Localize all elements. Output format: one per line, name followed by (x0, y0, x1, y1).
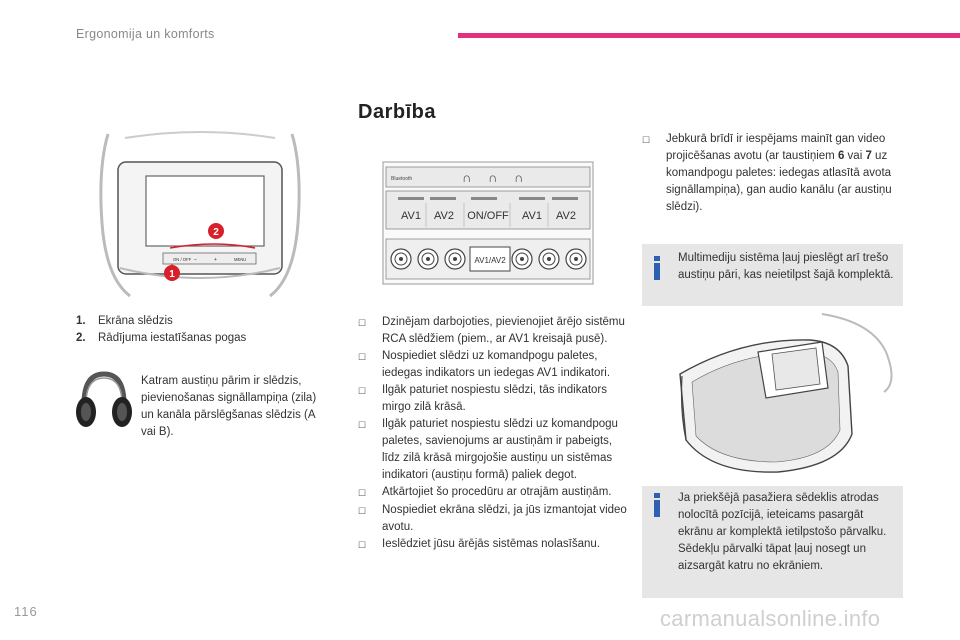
screen-button-minus[interactable]: – (194, 257, 197, 263)
headphone-indicator-icon: ∩ (462, 170, 471, 185)
step-item: ☐ Ieslēdziet jūsu ārējās sistēmas nolasīš… (358, 536, 628, 554)
step-text: Nospiediet slēdzi uz komandpogu paletes,… (382, 350, 611, 379)
info-text-line: Sēdekļu pārvalki tāpat ļauj nosegt un ai… (678, 543, 866, 572)
callout-1 (164, 265, 180, 281)
step-text: Ieslēdziet jūsu ārējās sistēmas nolasīša… (382, 538, 600, 550)
checkbox-icon: ☐ (358, 420, 367, 430)
checkbox-icon: ☐ (358, 386, 367, 396)
info-box-screen-cover: Ja priekšējā pasažiera sēdeklis atrodas … (642, 486, 903, 598)
step-item: ☐ Nospiediet slēdzi uz komandpogu paletes… (358, 348, 628, 382)
screen-display (145, 175, 265, 247)
step-item: ☐ Nospiediet ekrāna slēdzi, ja jūs izmant… (358, 502, 628, 536)
headphone-indicator-icon: ∩ (514, 170, 523, 185)
step-text: Atkārtojiet šo procedūru ar otrajām aust… (382, 486, 612, 498)
av1-av2-switch[interactable]: AV1/AV2 (474, 256, 506, 265)
step-text: Jebkurā brīdī ir iespējams mainīt gan vi… (666, 133, 892, 213)
av-button-row: AV1 AV2 ON/OFF AV1 AV2 (398, 197, 578, 227)
rca-jack-row: AV1/AV2 (390, 246, 587, 272)
av1-right-button[interactable]: AV1 (522, 210, 542, 222)
step-item: ☐ Ilgāk paturiet nospiestu slēdzi uz koma… (358, 416, 628, 484)
info-icon (652, 493, 662, 517)
callout-1-label: 1 (169, 269, 175, 280)
page-number: 116 (14, 604, 38, 619)
control-panel-figure: Bluetooth ∩ ∩ ∩ AV1 AV2 ON/OFF AV1 AV2 A… (382, 161, 594, 285)
screen-button-menu[interactable]: MENU (234, 257, 246, 262)
caption-text: Ekrāna slēdzis (98, 315, 173, 327)
bluetooth-label: Bluetooth (391, 176, 412, 182)
av1-left-button[interactable]: AV1 (401, 210, 421, 222)
chapter-accent-bar (458, 33, 960, 38)
info-text: Ja priekšējā pasažiera sēdeklis atrodas … (678, 490, 900, 575)
step-text: Dzinējam darbojoties, pievienojiet ārējo… (382, 316, 625, 345)
caption-item: 2. Rādījuma iestatīšanas pogas (76, 330, 306, 347)
caption-text: Rādījuma iestatīšanas pogas (98, 332, 247, 344)
chapter-title: Ergonomija un komforts (76, 27, 215, 41)
step-item: ☐ Ilgāk paturiet nospiestu slēdzi, tās in… (358, 382, 628, 416)
callout-2-label: 2 (213, 227, 219, 238)
section-title: Darbība (358, 101, 436, 123)
caption-number: 2. (76, 332, 86, 344)
screen-button-plus[interactable]: + (214, 257, 217, 263)
checkbox-icon: ☐ (358, 352, 367, 362)
info-box-third-headphones: Multimediju sistēma ļauj pieslēgt arī tr… (642, 244, 903, 306)
procedure-steps: ☐ Dzinējam darbojoties, pievienojiet ārēj… (358, 314, 628, 554)
step-item: ☐ Dzinējam darbojoties, pievienojiet ārēj… (358, 314, 628, 348)
info-icon (652, 256, 662, 280)
onoff-button[interactable]: ON/OFF (467, 210, 509, 222)
step-item: ☐ Jebkurā brīdī ir iespējams mainīt gan v… (642, 131, 912, 216)
step-text: Nospiediet ekrāna slēdzi, ja jūs izmanto… (382, 504, 627, 533)
screen-cover-figure (679, 313, 893, 473)
headphone-indicator-icon: ∩ (488, 170, 497, 185)
step-text: Ilgāk paturiet nospiestu slēdzi, tās ind… (382, 384, 608, 413)
checkbox-icon: ☐ (358, 488, 367, 498)
screen-button-strip (162, 252, 257, 265)
source-switch-step: ☐ Jebkurā brīdī ir iespējams mainīt gan v… (642, 131, 912, 216)
checkbox-icon: ☐ (358, 540, 367, 550)
seatback-screen-figure: ON / OFF – + MENU 1 2 (99, 131, 301, 298)
screen-button-onoff[interactable]: ON / OFF (173, 257, 192, 262)
callout-2 (208, 223, 224, 239)
headphones-figure (76, 371, 132, 427)
step-text: Ilgāk paturiet nospiestu slēdzi uz koman… (382, 418, 618, 481)
av2-right-button[interactable]: AV2 (556, 210, 576, 222)
checkbox-icon: ☐ (642, 135, 651, 145)
headphone-description: Katram austiņu pārim ir slēdzis, pievien… (141, 375, 317, 438)
watermark: carmanualsonline.info (660, 606, 881, 631)
checkbox-icon: ☐ (358, 318, 367, 328)
figure-captions: 1. Ekrāna slēdzis 2. Rādījuma iestatīšanas… (76, 313, 306, 347)
av2-left-button[interactable]: AV2 (434, 210, 454, 222)
caption-item: 1. Ekrāna slēdzis (76, 313, 306, 330)
step-item: ☐ Atkārtojiet šo procedūru ar otrajām aus… (358, 484, 628, 502)
info-text-line: Ja priekšējā pasažiera sēdeklis atrodas … (678, 492, 887, 538)
caption-number: 1. (76, 315, 86, 327)
info-text: Multimediju sistēma ļauj pieslēgt arī tr… (678, 252, 894, 281)
checkbox-icon: ☐ (358, 506, 367, 516)
